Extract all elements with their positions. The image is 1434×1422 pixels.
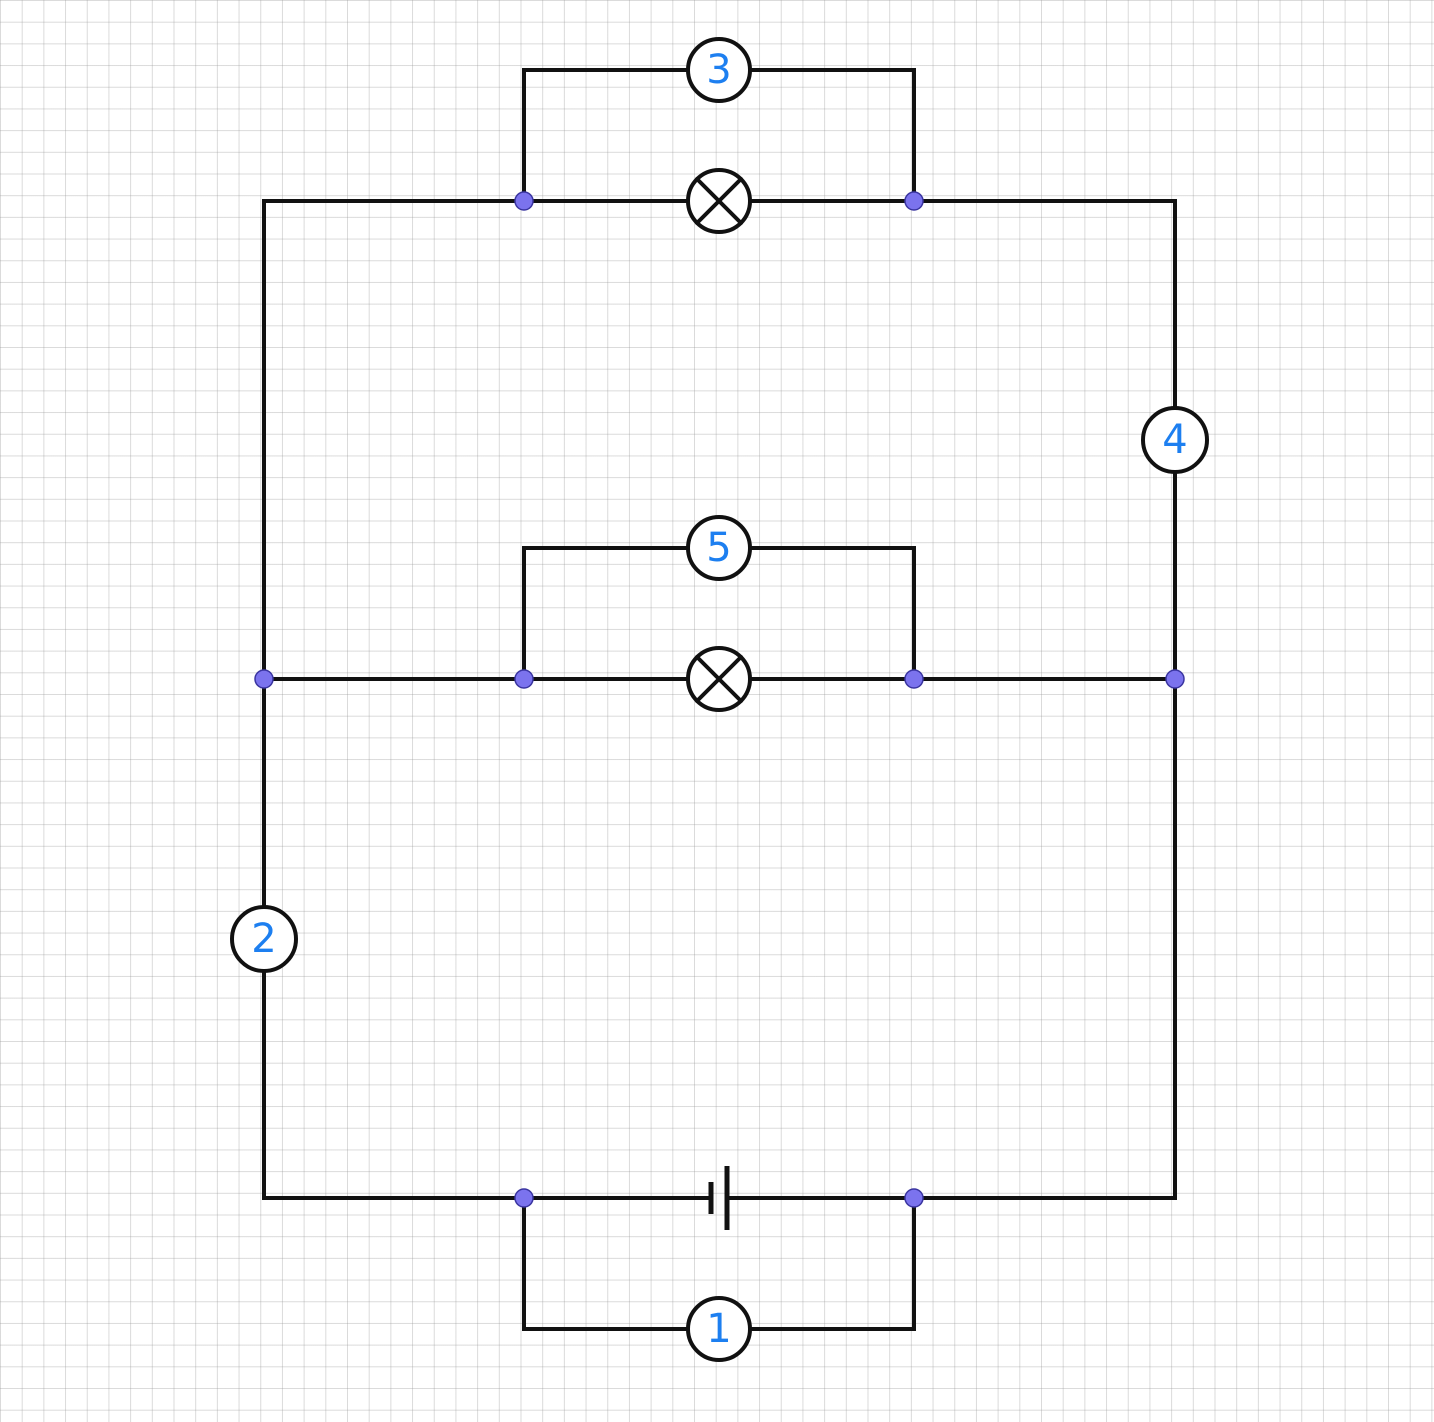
wire-top-left (262, 199, 526, 681)
meter-3-circle (686, 37, 752, 103)
node-mid-far-left[interactable] (254, 669, 274, 689)
node-bottom-left[interactable] (514, 1188, 534, 1208)
meter-2-label: 2 (251, 916, 276, 962)
wire-left-lower-bottom (262, 969, 526, 1200)
meter-5: 5 (686, 515, 752, 581)
wire-meter5-left (522, 546, 690, 681)
lamp-middle (686, 646, 752, 712)
meter-4-circle (1141, 406, 1209, 474)
meter-1-label: 1 (706, 1306, 731, 1352)
node-top-left[interactable] (514, 191, 534, 211)
battery-icon (708, 1166, 730, 1230)
meter-3-label: 3 (706, 47, 731, 93)
junction-nodes (254, 191, 1185, 1208)
wire-top-right (912, 199, 1177, 410)
meter-1: 1 (686, 1296, 752, 1362)
meter-2: 2 (230, 905, 298, 973)
meter-4-label: 4 (1162, 417, 1187, 463)
lamp-top (686, 168, 752, 234)
meter-2-circle (230, 905, 298, 973)
node-top-right[interactable] (904, 191, 924, 211)
wire-meter1-right (748, 1196, 916, 1331)
node-mid-right[interactable] (904, 669, 924, 689)
lamp-middle-cross-b (695, 655, 743, 703)
node-mid-left[interactable] (514, 669, 534, 689)
wire-right-lower (912, 677, 1177, 1200)
wire-meter3-left (522, 68, 690, 203)
node-mid-far-right[interactable] (1165, 669, 1185, 689)
lamp-top-cross-b (695, 177, 743, 225)
meter-5-circle (686, 515, 752, 581)
node-bottom-right[interactable] (904, 1188, 924, 1208)
wire-meter3-right (748, 68, 916, 203)
meter-1-circle (686, 1296, 752, 1362)
wire-meter1-left (522, 1196, 690, 1331)
meter-4: 4 (1141, 406, 1209, 474)
wires (262, 68, 1177, 1331)
meter-5-label: 5 (706, 525, 731, 571)
wire-meter5-right (748, 546, 916, 681)
meter-3: 3 (686, 37, 752, 103)
